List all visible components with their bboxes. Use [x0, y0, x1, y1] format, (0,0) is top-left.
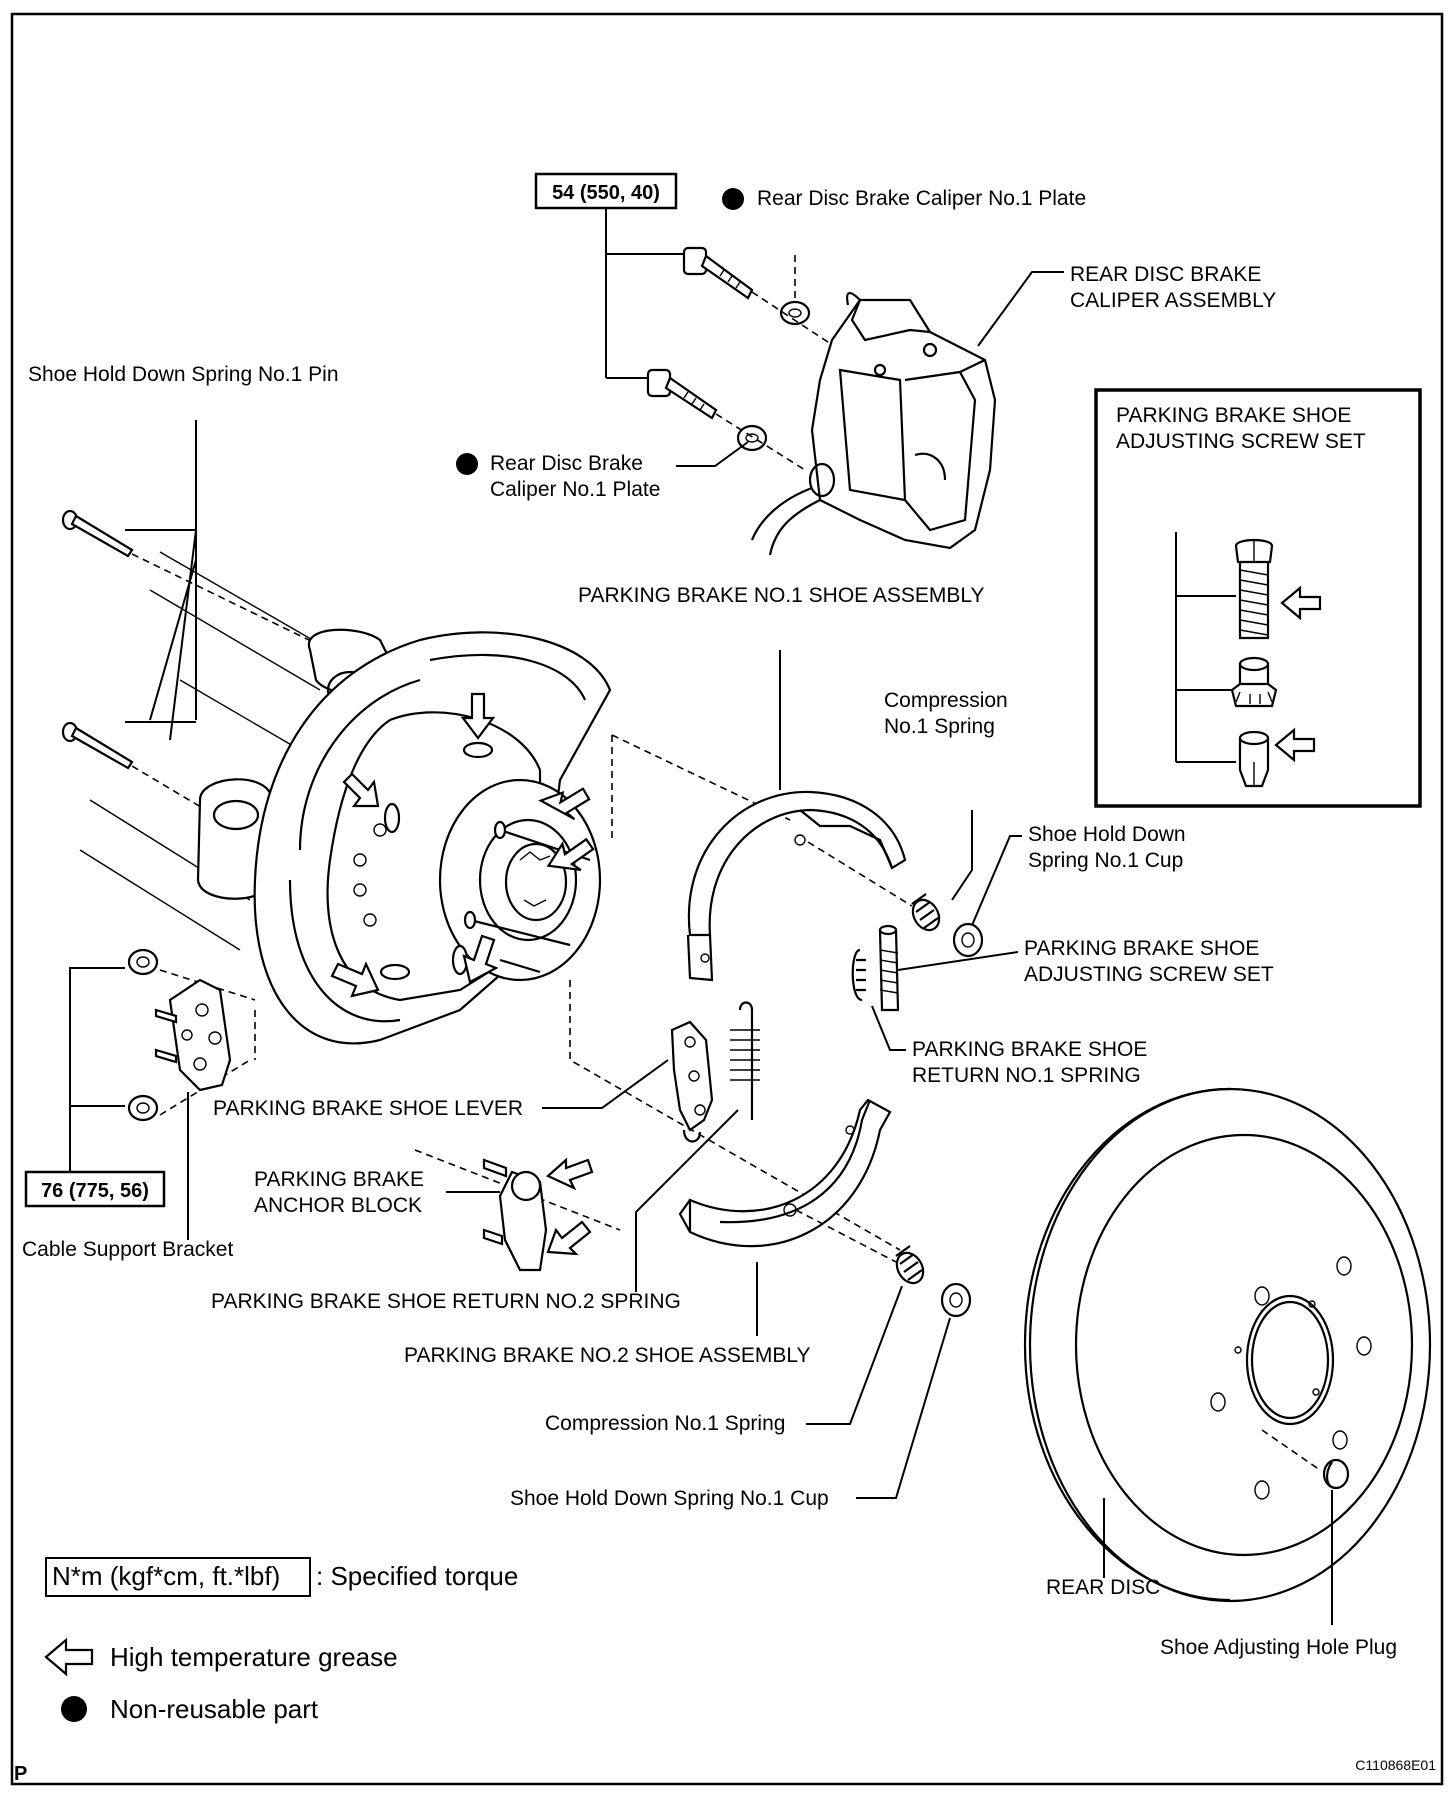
- footer-corner: P: [14, 1763, 27, 1785]
- grease-arrow-bp3: [538, 787, 591, 821]
- hold-down-cup-top: [952, 922, 984, 958]
- nonreusable-dot-icon: [61, 1696, 87, 1722]
- grease-arrow-bp4: [546, 837, 595, 872]
- comp-spring-bottom-label: Compression No.1 Spring: [545, 1412, 785, 1435]
- caliper-assembly-label-1: REAR DISC BRAKE: [1070, 263, 1261, 286]
- legend-torque: N*m (kgf*cm, ft.*lbf) : Specified torque: [45, 1557, 518, 1597]
- no1-shoe-label: PARKING BRAKE NO.1 SHOE ASSEMBLY: [578, 584, 985, 607]
- comp-spring-top-label-2: No.1 Spring: [884, 715, 995, 738]
- anchor-label-2: ANCHOR BLOCK: [254, 1194, 422, 1217]
- grease-arrow-bp6: [462, 934, 499, 984]
- hold-cup-top-label-1: Shoe Hold Down: [1028, 823, 1186, 846]
- hole-plug: [1322, 1458, 1350, 1490]
- cable-bracket-label: Cable Support Bracket: [22, 1238, 233, 1261]
- parking-brake-shoe-lever: [670, 1020, 714, 1143]
- caliper-bolt-lower: [646, 368, 718, 420]
- nonreusable-dot-left: [456, 453, 478, 475]
- bracket-nut-lower: [127, 1094, 159, 1122]
- torque-box-caliper: 54 (550, 40): [534, 172, 678, 210]
- grease-arrow-anchor2: [546, 1220, 592, 1256]
- caliper-plate-top-label: Rear Disc Brake Caliper No.1 Plate: [757, 187, 1086, 210]
- anchor-label-1: PARKING BRAKE: [254, 1168, 424, 1191]
- return-no1-label-2: RETURN NO.1 SPRING: [912, 1064, 1141, 1087]
- inset-adjusting-screw-set: PARKING BRAKE SHOE ADJUSTING SCREW SET: [1094, 388, 1422, 808]
- shoe-lever-label: PARKING BRAKE SHOE LEVER: [213, 1097, 523, 1120]
- return-no2-spring: [730, 1001, 760, 1120]
- parking-brake-no2-shoe: [678, 1098, 892, 1248]
- hold-down-pin-upper: [61, 509, 134, 558]
- torque-caliper-text: 54 (550, 40): [552, 182, 660, 204]
- no2-shoe-label: PARKING BRAKE NO.2 SHOE ASSEMBLY: [404, 1344, 811, 1367]
- grease-arrow-icon: [44, 1637, 94, 1677]
- hole-plug-label: Shoe Adjusting Hole Plug: [1160, 1636, 1397, 1659]
- return-no1-label-1: PARKING BRAKE SHOE: [912, 1038, 1147, 1061]
- adj-screw-label-1: PARKING BRAKE SHOE: [1024, 937, 1259, 960]
- legend-grease: High temperature grease: [44, 1637, 398, 1677]
- compression-spring-top: [911, 893, 941, 932]
- parking-brake-no1-shoe: [686, 790, 907, 982]
- caliper-assembly-label-2: CALIPER ASSEMBLY: [1070, 289, 1276, 312]
- adj-screw-label-2: ADJUSTING SCREW SET: [1024, 963, 1274, 986]
- legend-nonreusable: Non-reusable part: [61, 1694, 319, 1724]
- legend-torque-desc: : Specified torque: [316, 1561, 518, 1591]
- torque-bracket-text: 76 (775, 56): [41, 1180, 149, 1202]
- grease-arrow-bp5: [330, 961, 380, 998]
- legend-grease-text: High temperature grease: [110, 1642, 398, 1672]
- grease-arrow-bp2: [342, 772, 380, 808]
- return-no2-label: PARKING BRAKE SHOE RETURN NO.2 SPRING: [211, 1290, 681, 1313]
- inset-title-1: PARKING BRAKE SHOE: [1116, 404, 1351, 427]
- contact-pad-3: [379, 963, 411, 981]
- contact-pad-1: [462, 741, 494, 759]
- caliper-plate-left-label-2: Caliper No.1 Plate: [490, 478, 660, 501]
- hold-pin-label: Shoe Hold Down Spring No.1 Pin: [28, 363, 339, 386]
- legend-torque-unit: N*m (kgf*cm, ft.*lbf): [52, 1561, 280, 1591]
- hold-down-pin-lower: [61, 721, 134, 770]
- caliper-assembly: [750, 292, 997, 556]
- contact-pad-2: [383, 802, 401, 834]
- rear-disc-label: REAR DISC: [1046, 1576, 1160, 1599]
- page-frame: [10, 12, 1444, 1786]
- caliper-plate-washer-upper: [779, 300, 811, 326]
- comp-spring-top-label-1: Compression: [884, 689, 1008, 712]
- compression-spring-bottom: [895, 1245, 925, 1285]
- hold-cup-bottom-label: Shoe Hold Down Spring No.1 Cup: [510, 1487, 829, 1510]
- bracket-nut-upper: [127, 948, 159, 976]
- caliper-plate-left-label-1: Rear Disc Brake: [490, 452, 643, 475]
- caliper-bolt-upper: [682, 246, 754, 300]
- inset-title-2: ADJUSTING SCREW SET: [1116, 430, 1366, 453]
- cable-support-bracket: [154, 978, 232, 1092]
- legend-nonreusable-text: Non-reusable part: [110, 1694, 319, 1724]
- rear-disc: [1023, 1087, 1432, 1603]
- nonreusable-dot-top: [722, 188, 744, 210]
- hold-cup-top-label-2: Spring No.1 Cup: [1028, 849, 1183, 872]
- adjusting-screw-set-main: [851, 924, 900, 1012]
- anchor-block: [482, 1158, 548, 1272]
- torque-box-bracket: 76 (775, 56): [24, 1170, 166, 1208]
- axle-hub: [438, 778, 602, 982]
- grease-arrow-anchor1: [546, 1157, 594, 1191]
- grease-arrow-bp1: [460, 692, 496, 740]
- hold-down-cup-bottom: [940, 1282, 972, 1318]
- footer-code: C110868E01: [1355, 1757, 1436, 1773]
